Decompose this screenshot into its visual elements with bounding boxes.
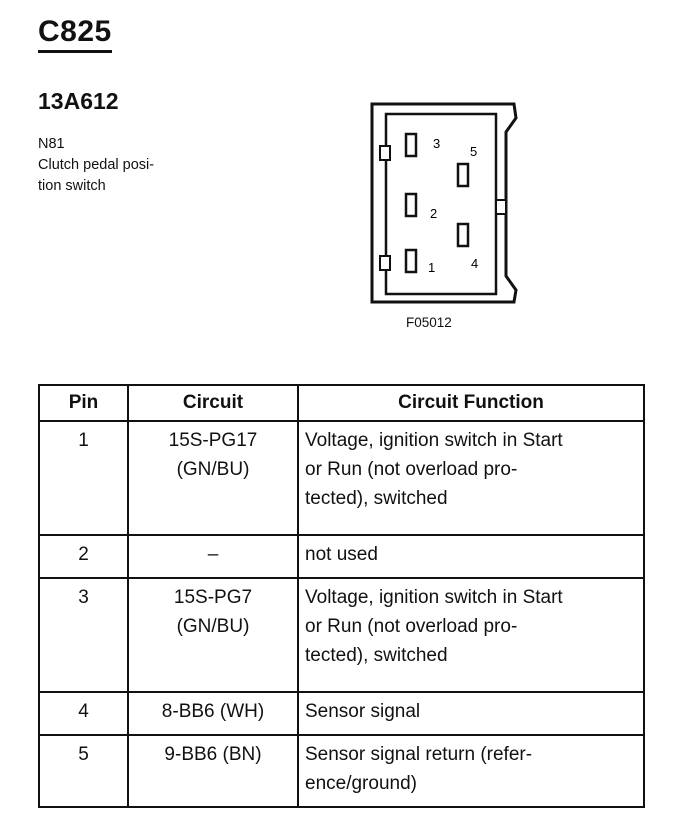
component-description: N81 Clutch pedal posi- tion switch (38, 134, 154, 197)
terminal-4 (456, 222, 470, 248)
connector-housing (370, 102, 518, 304)
function-line: tected), switched (305, 645, 448, 666)
description-line: N81 (38, 136, 65, 152)
connector-face-diagram: 3 5 2 4 1 (370, 102, 518, 304)
pin-label-4: 4 (471, 256, 478, 271)
column-header-function: Circuit Function (297, 384, 645, 422)
circuit-function: Voltage, ignition switch in Start or Run… (297, 420, 645, 536)
circuit-function: Sensor signal (297, 691, 645, 736)
circuit-line: 15S-PG17 (168, 430, 258, 451)
pin-label-5: 5 (470, 144, 477, 159)
circuit-line: – (207, 544, 219, 565)
connector-id: C825 (38, 16, 112, 53)
table-header-row: Pin Circuit Circuit Function (38, 384, 645, 422)
pin-label-1: 1 (428, 260, 435, 275)
polarizing-key (495, 199, 507, 215)
table-row: 3 15S-PG7 (GN/BU) Voltage, ignition swit… (38, 577, 645, 693)
function-line: or Run (not overload pro- (305, 459, 518, 480)
circuit-function: not used (297, 534, 645, 579)
connector-inner-body (384, 112, 498, 296)
circuit-code: – (127, 534, 299, 579)
figure-label: F05012 (406, 315, 452, 330)
description-line: tion switch (38, 178, 106, 194)
circuit-line: 9-BB6 (BN) (164, 744, 262, 765)
function-line: Sensor signal (305, 701, 421, 722)
circuit-line: (GN/BU) (176, 459, 250, 480)
circuit-line: (GN/BU) (176, 616, 250, 637)
terminal-5 (456, 162, 470, 188)
circuit-line: 8-BB6 (WH) (161, 701, 265, 722)
column-header-pin: Pin (38, 384, 129, 422)
terminal-3 (404, 132, 418, 158)
terminal-1 (404, 248, 418, 274)
description-line: Clutch pedal posi- (38, 157, 155, 173)
circuit-line: 15S-PG7 (173, 587, 253, 608)
pin-number: 2 (38, 534, 129, 579)
pin-label-2: 2 (430, 206, 437, 221)
function-line: Voltage, ignition switch in Start (305, 430, 563, 451)
function-line: or Run (not overload pro- (305, 616, 518, 637)
table-row: 1 15S-PG17 (GN/BU) Voltage, ignition swi… (38, 420, 645, 536)
pin-number: 4 (38, 691, 129, 736)
function-line: not used (305, 544, 378, 565)
circuit-code: 8-BB6 (WH) (127, 691, 299, 736)
table-row: 4 8-BB6 (WH) Sensor signal (38, 691, 645, 736)
column-header-circuit: Circuit (127, 384, 299, 422)
locking-tab (379, 145, 391, 161)
circuit-function: Sensor signal return (refer- ence/ground… (297, 734, 645, 808)
pin-number: 3 (38, 577, 129, 693)
function-line: ence/ground) (305, 773, 417, 794)
pin-number: 5 (38, 734, 129, 808)
locking-tab (379, 255, 391, 271)
table-row: 5 9-BB6 (BN) Sensor signal return (refer… (38, 734, 645, 808)
circuit-code: 9-BB6 (BN) (127, 734, 299, 808)
circuit-code: 15S-PG7 (GN/BU) (127, 577, 299, 693)
function-line: tected), switched (305, 488, 448, 509)
terminal-2 (404, 192, 418, 218)
function-line: Voltage, ignition switch in Start (305, 587, 563, 608)
pin-label-3: 3 (433, 136, 440, 151)
pin-table: Pin Circuit Circuit Function 1 15S-PG17 … (38, 384, 645, 808)
function-line: Sensor signal return (refer- (305, 744, 533, 765)
part-number: 13A612 (38, 88, 119, 114)
pin-number: 1 (38, 420, 129, 536)
table-row: 2 – not used (38, 534, 645, 579)
circuit-function: Voltage, ignition switch in Start or Run… (297, 577, 645, 693)
circuit-code: 15S-PG17 (GN/BU) (127, 420, 299, 536)
